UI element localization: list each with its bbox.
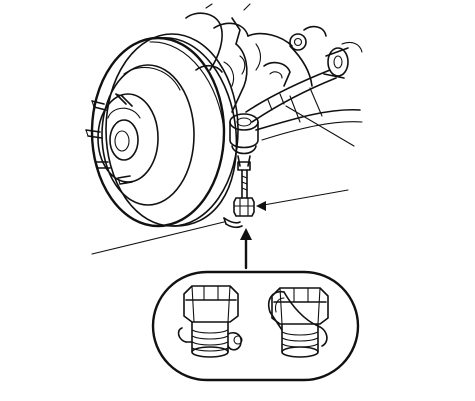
detail-arrow [240, 228, 252, 270]
steering-knuckle [185, 3, 327, 113]
cotter-pin [223, 217, 243, 229]
tie-rod [245, 41, 363, 123]
brake-rotor [90, 33, 239, 228]
leader-lines [91, 105, 355, 255]
lower-control-arm [255, 87, 363, 141]
arrowhead-castle-nut [256, 201, 266, 211]
castle-nut [233, 197, 255, 217]
cotter-pin-detail-right [268, 287, 329, 358]
ball-joint-stud [241, 169, 248, 199]
wheel-studs [85, 93, 133, 185]
cotter-pin-detail-left [177, 285, 243, 358]
detail-inset [151, 270, 360, 382]
ball-joint [229, 113, 259, 171]
